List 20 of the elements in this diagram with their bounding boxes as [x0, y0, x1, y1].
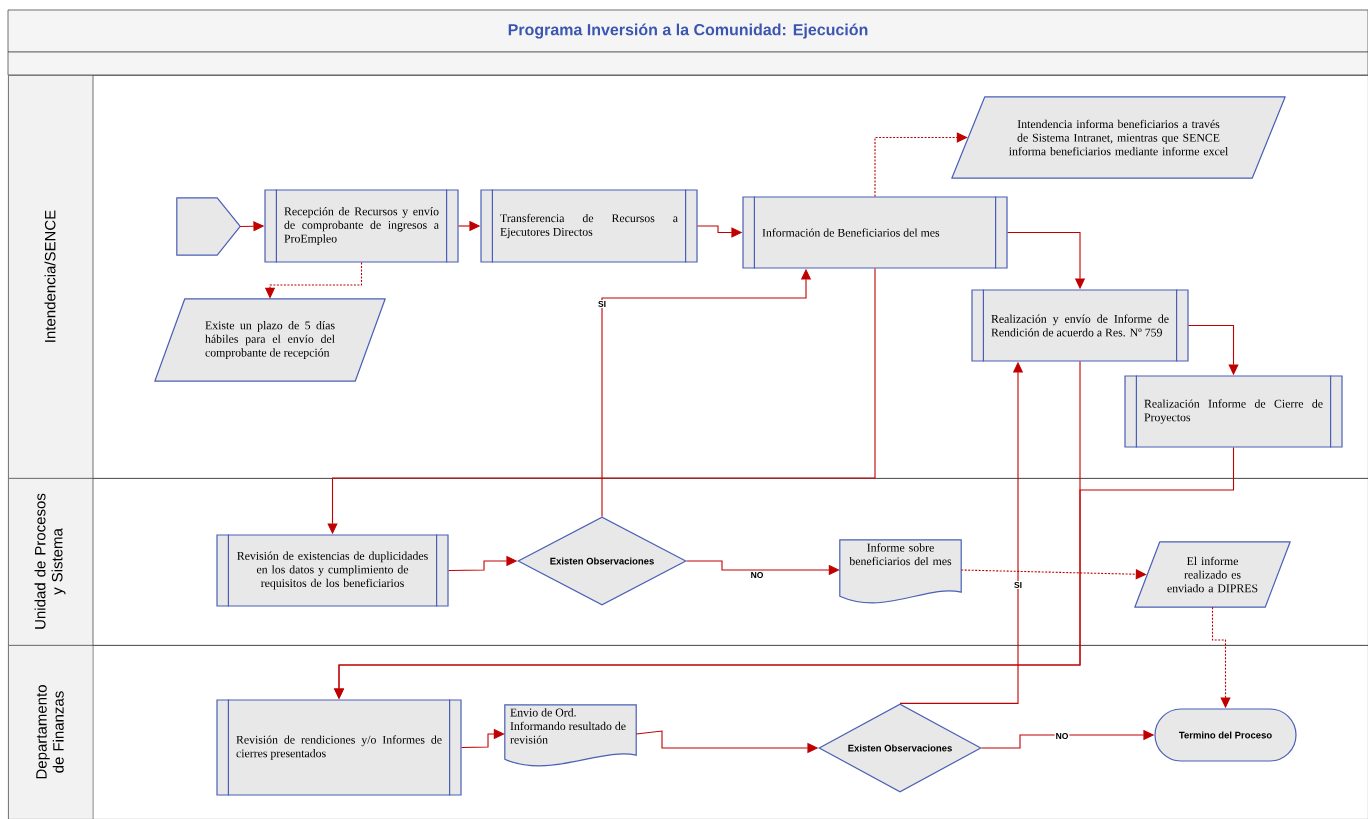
title: Programa Inversión a la Comunidad: Ejecución [7, 9, 1368, 53]
arrow [874, 132, 968, 197]
arrow [960, 569, 1147, 580]
edge-label: SI [1013, 581, 1023, 589]
edge-label: SI [597, 300, 607, 308]
terminator-box: Termino del Proceso [1154, 708, 1297, 762]
arrow [461, 728, 505, 749]
process-box: Realización Informe de Cierre de Proyectos [1124, 374, 1343, 449]
data-parallelogram: Existe un plazo de 5 días hábiles para el envío del comprobante de recepción [154, 298, 386, 382]
process-box: Información de Beneficiarios del mes [742, 195, 1008, 270]
edge-label: NO [749, 571, 765, 579]
process-box: Recepción de Recursos y envío de comprobante de ingresos a ProEmpleo [264, 188, 459, 264]
process-box: Revisión de existencias de duplicidades en los datos y cumplimiento de requisitos de los beneficiarios [216, 533, 449, 608]
off-page-connector [176, 197, 241, 256]
data-parallelogram: El informe realizado es enviado a DIPRES [1134, 541, 1291, 608]
process-box: Transferencia de Recursos a Ejecutores Directos [480, 188, 698, 264]
process-box: Revisión de rendiciones y/o Informes de cierres presentados [216, 698, 462, 797]
data-parallelogram: Intendencia informa beneficiarios a través de Sistema Intranet, mientras que SENCE informa beneficiarios mediante informe excel [951, 96, 1286, 179]
process-box: Realización y envío de Informe de Rendición de acuerdo a Res. Nº 759 [971, 288, 1189, 363]
edge-label: NO [1054, 732, 1070, 740]
